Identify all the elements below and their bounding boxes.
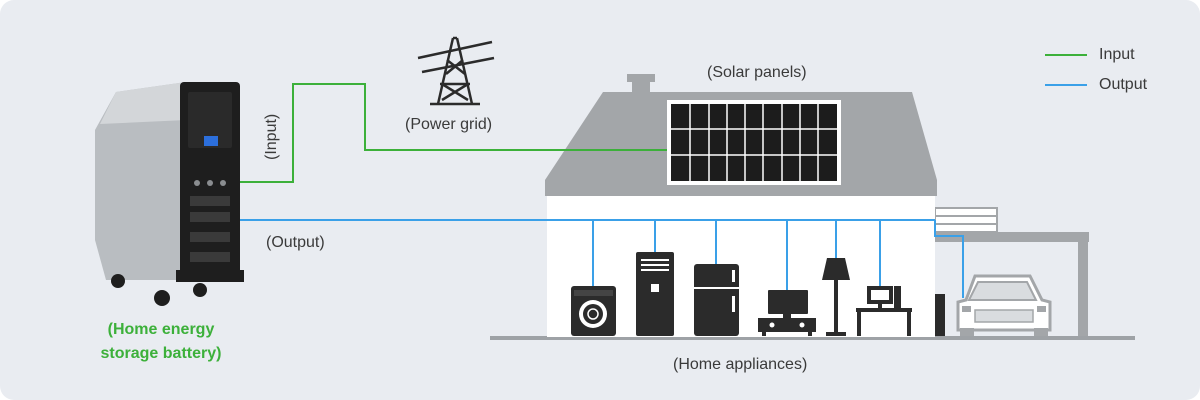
solar-panel-icon — [667, 100, 841, 185]
power-tower-icon — [417, 36, 495, 106]
washing-machine-icon — [571, 286, 616, 336]
legend-input: Input — [1045, 46, 1135, 64]
computer-desk-icon — [856, 286, 912, 336]
power-grid-label: (Power grid) — [405, 116, 493, 133]
ground-line — [490, 336, 1135, 340]
air-conditioner-icon — [636, 252, 674, 336]
input-vertical-label: (Input) — [263, 113, 280, 160]
solar-panels-label: (Solar panels) — [707, 64, 807, 81]
legend-input-swatch — [1045, 54, 1087, 56]
legend-output: Output — [1045, 76, 1147, 94]
tv-icon — [758, 290, 816, 336]
battery-unit-icon — [95, 82, 244, 306]
legend-output-label: Output — [1099, 76, 1148, 93]
car-icon — [935, 274, 1052, 336]
legend-input-label: Input — [1099, 46, 1135, 63]
legend-output-swatch — [1045, 84, 1087, 86]
battery-label-line1: (Home energy — [107, 321, 215, 338]
battery-label: (Home energy storage battery) — [86, 318, 236, 366]
output-label: (Output) — [266, 234, 325, 251]
home-appliances-label: (Home appliances) — [673, 356, 808, 373]
chimney — [632, 80, 650, 106]
refrigerator-icon — [694, 264, 739, 336]
input-lines — [238, 83, 667, 183]
battery-label-line2: storage battery) — [100, 345, 222, 362]
floor-lamp-icon — [822, 258, 850, 336]
output-lines — [238, 219, 964, 298]
